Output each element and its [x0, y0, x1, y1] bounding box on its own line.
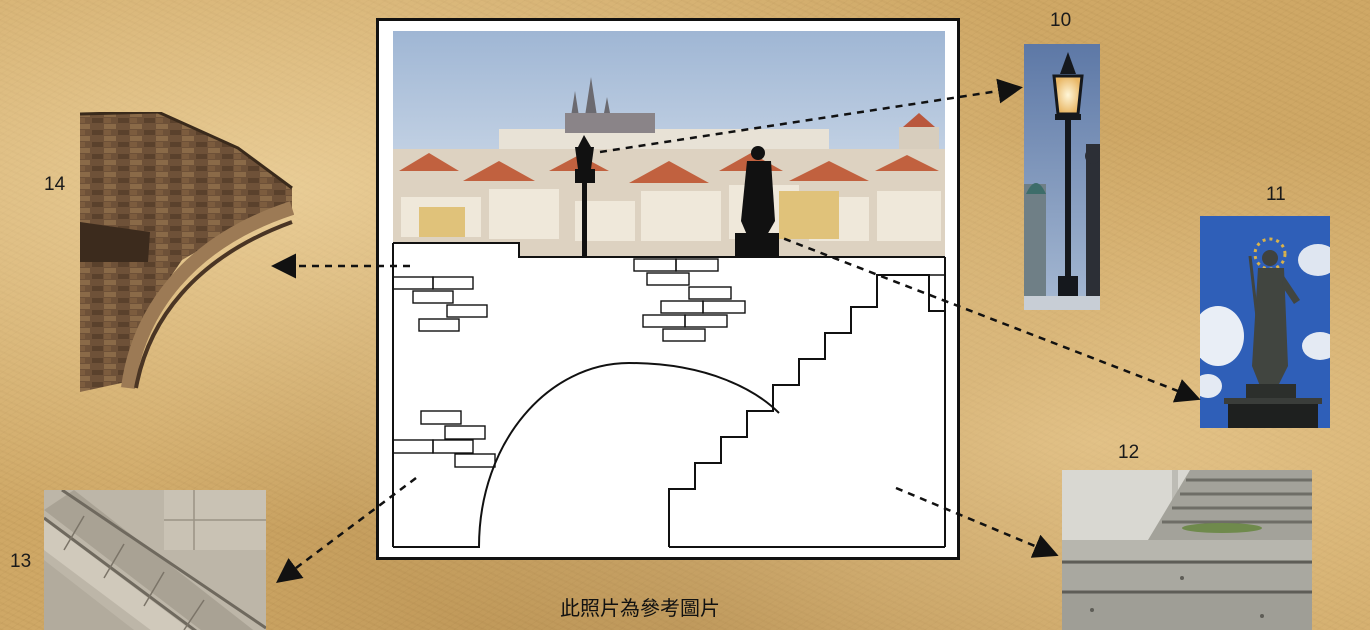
reference-drawing-frame — [376, 18, 960, 560]
street-lamp-photo — [1024, 44, 1100, 310]
label-13: 13 — [10, 551, 32, 572]
arrow-to-arch-stone — [276, 477, 417, 583]
arrow-to-stairs — [895, 486, 1059, 558]
arrow-to-lamp — [599, 78, 1023, 154]
label-10: 10 — [1050, 10, 1072, 31]
bridge-line-drawing — [392, 31, 946, 548]
statue-photo — [1200, 216, 1330, 428]
stone-stairs-photo — [1062, 470, 1312, 630]
label-12: 12 — [1118, 442, 1140, 463]
label-14: 14 — [44, 174, 66, 195]
label-11: 11 — [1266, 184, 1286, 205]
bridge-arch-photo — [79, 112, 294, 392]
arrow-to-statue — [771, 232, 1201, 403]
arch-stone-photo — [44, 490, 266, 630]
caption-text: 此照片為參考圖片 — [560, 598, 720, 620]
